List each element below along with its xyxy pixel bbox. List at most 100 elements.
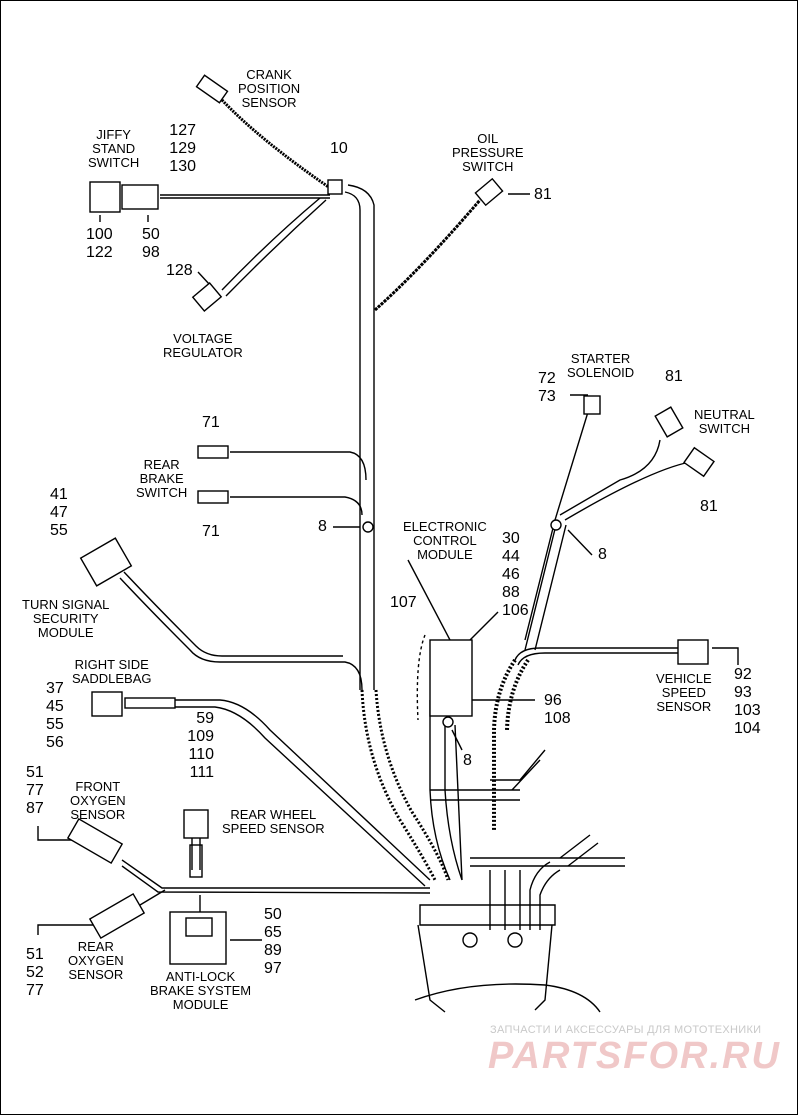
corrugated-right [492, 658, 530, 830]
voltage-regulator-connector [191, 282, 223, 312]
callout-brake-top: 71 [202, 414, 220, 431]
harness-clip-ecm [442, 716, 454, 728]
callout-ecm: 30 44 46 88 106 [502, 530, 529, 619]
callout-clip-left: 8 [318, 518, 327, 535]
frame-left [417, 924, 446, 1013]
rear-wheel-speed-connector [183, 809, 209, 839]
label-starter-solenoid: STARTER SOLENOID [567, 351, 635, 380]
callout-oil: 81 [534, 186, 552, 203]
harness-clip-right [550, 519, 562, 531]
frame-right [534, 924, 553, 1011]
callout-regulator: 128 [166, 262, 193, 279]
leader-front-o2 [37, 826, 80, 841]
callout-clip-top: 10 [330, 140, 348, 157]
callout-rear-wheel: 59 109 110 111 [187, 710, 214, 781]
rear-wheel-wire [191, 835, 201, 870]
turn-signal-module [79, 537, 133, 587]
callout-rear-oxygen: 51 52 77 [26, 946, 44, 999]
turn-signal-wire [119, 571, 363, 691]
neutral-connector-2 [683, 446, 715, 478]
right-trunk [524, 524, 567, 651]
neutral-wire [559, 439, 691, 521]
ecm-antenna [407, 559, 451, 641]
bracket-hole-2 [507, 932, 523, 948]
branch-vertical [489, 870, 521, 930]
watermark-logo: PARTSFOR.RU [488, 1035, 781, 1077]
oil-pressure-connector [474, 177, 504, 207]
rear-brake-wire-2 [230, 496, 363, 516]
jiffy-stand-connector [89, 181, 121, 213]
label-crank-position-sensor: CRANK POSITION SENSOR [238, 67, 301, 110]
mount-bracket [419, 904, 556, 926]
lower-harness [429, 700, 463, 881]
rear-wheel-sleeve [189, 844, 203, 878]
callout-neutral-top: 81 [665, 368, 683, 385]
voltage-regulator-wire [221, 197, 327, 297]
callout-neutral-bottom: 81 [700, 498, 718, 515]
rear-brake-connector-1 [197, 445, 229, 459]
jiffy-stand-plug [121, 184, 159, 210]
saddlebag-sleeve [124, 697, 176, 709]
label-vehicle-speed-sensor: VEHICLE SPEED SENSOR [656, 671, 712, 714]
callout-vehicle-speed: 92 93 103 104 [734, 666, 761, 737]
label-right-side-saddlebag: RIGHT SIDE SADDLEBAG [72, 657, 152, 686]
branch-right [529, 861, 561, 930]
callout-crank: 127 129 130 [169, 122, 196, 175]
callout-clip-right: 8 [598, 546, 607, 563]
harness-clip-top [327, 179, 343, 195]
corrugated-trunk [360, 689, 450, 881]
jiffy-stand-wire [160, 194, 330, 199]
leader-8-ecm [451, 729, 463, 751]
vehicle-speed-wire [514, 647, 680, 666]
callout-abs: 50 65 89 97 [264, 906, 282, 977]
ecm-module [429, 639, 473, 717]
callout-brake-bottom: 71 [202, 523, 220, 540]
neutral-connector-1 [654, 406, 684, 438]
trunk-top [344, 184, 375, 320]
lower-right-branch [490, 749, 546, 791]
label-rear-oxygen-sensor: REAR OXYGEN SENSOR [68, 939, 124, 982]
leader-rear-o2 [37, 924, 95, 935]
abs-module-inner [185, 917, 213, 937]
front-oxygen-sensor [66, 818, 124, 864]
callout-front-oxygen: 51 77 87 [26, 764, 44, 817]
leader-clip-right [567, 529, 593, 556]
harness-clip-left [362, 521, 374, 533]
leader-regulator [197, 271, 211, 286]
label-front-oxygen-sensor: FRONT OXYGEN SENSOR [70, 779, 126, 822]
label-anti-lock-brake-system-module: ANTI-LOCK BRAKE SYSTEM MODULE [150, 969, 252, 1012]
leader-ecm [469, 611, 499, 641]
callout-starter: 72 73 [538, 370, 556, 405]
callout-jiffy-right: 50 98 [142, 226, 160, 261]
ecm-dashed [416, 634, 426, 721]
crank-sensor-wire [220, 98, 331, 190]
bracket-hole-1 [462, 932, 478, 948]
callout-saddlebag: 37 45 55 56 [46, 680, 64, 751]
leader-vss [712, 647, 739, 665]
callout-clip-ecm: 8 [463, 752, 472, 769]
rear-oxygen-sensor [88, 893, 146, 939]
oxygen-rear-wire [139, 889, 166, 906]
rear-brake-connector-2 [197, 490, 229, 504]
oil-pressure-wire [374, 199, 482, 312]
starter-solenoid-connector [583, 395, 601, 415]
label-jiffy-stand-switch: JIFFY STAND SWITCH [88, 127, 140, 170]
callout-turn-signal: 41 47 55 [50, 486, 68, 539]
label-rear-brake-switch: REAR BRAKE SWITCH [136, 457, 188, 500]
horizontal-bar [470, 857, 625, 867]
main-harness-trunk [359, 320, 375, 690]
label-rear-wheel-speed-sensor: REAR WHEEL SPEED SENSOR [222, 807, 325, 836]
callout-jiffy-left: 100 122 [86, 226, 113, 261]
oxygen-front-wire [121, 859, 431, 894]
crank-sensor-connector [195, 74, 229, 104]
rear-brake-wire-1 [230, 451, 367, 481]
saddlebag-connector [91, 691, 123, 717]
label-oil-pressure-switch: OIL PRESSURE SWITCH [452, 131, 524, 174]
label-turn-signal-security-module: TURN SIGNAL SECURITY MODULE [22, 597, 110, 640]
callout-ecm-107: 107 [390, 594, 417, 611]
vehicle-speed-connector [677, 639, 709, 665]
saddlebag-wire [125, 699, 431, 887]
cross-bar [430, 789, 520, 801]
